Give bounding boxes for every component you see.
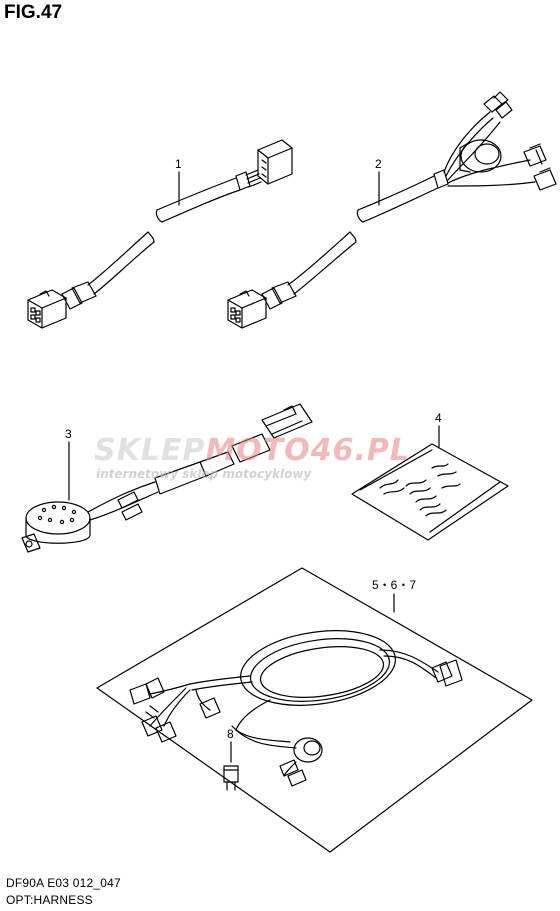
callout-2: 2 (375, 157, 382, 171)
part-3-buzzer (21, 403, 313, 553)
callout-1: 1 (175, 157, 182, 171)
part-8-fuse (223, 741, 239, 791)
watermark-brand-left: SKLEP (94, 433, 206, 468)
figure-title: FIG.47 (4, 2, 63, 23)
part-5-6-7-harness-kit (96, 567, 533, 853)
callout-4: 4 (435, 411, 442, 425)
watermark-brand-right: MOTO46.PL (205, 433, 411, 468)
diagram-caption: OPT:HARNESS (6, 893, 93, 907)
diagram-code: DF90A E03 012_047 (6, 876, 121, 890)
watermark-tagline: internetowy sklep motocyklowy (96, 467, 312, 481)
callout-5-6-7: 5・6・7 (372, 578, 416, 592)
watermark-logo: SKLEPMOTO46.PL (94, 433, 410, 468)
part-4-bag (351, 425, 509, 541)
callout-3: 3 (65, 427, 72, 441)
callout-8: 8 (227, 727, 234, 741)
part-2-harness (227, 91, 557, 329)
part-1-harness (27, 139, 293, 329)
